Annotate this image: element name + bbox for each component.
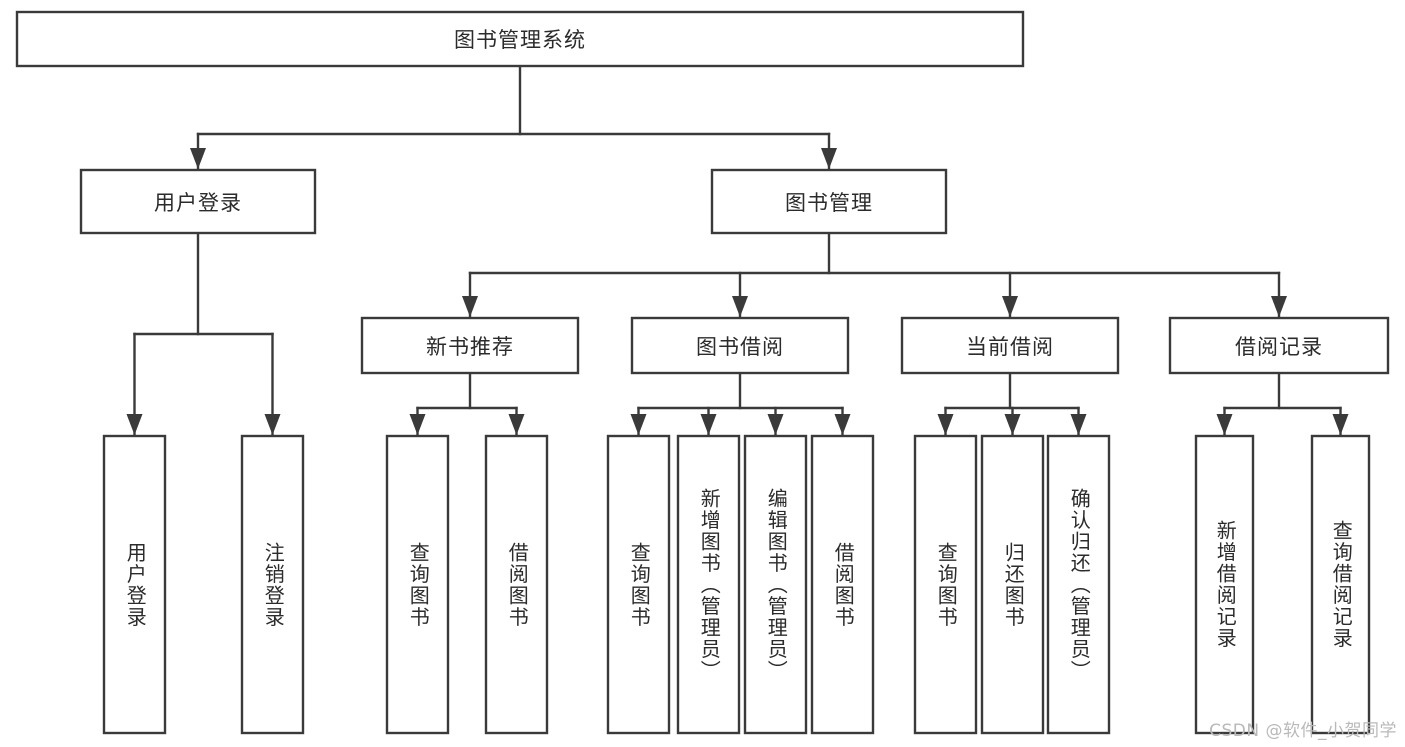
connector-lines xyxy=(126,64,1349,436)
arrowhead-图书借阅-to-leaf-0 xyxy=(630,414,647,435)
arrowhead-用户登录-to-leaf-1 xyxy=(264,414,281,435)
node-box-用户登录[interactable] xyxy=(79,168,317,235)
node-box-借阅图书[interactable] xyxy=(810,434,875,735)
node-box-查询图书[interactable] xyxy=(606,434,671,735)
arrowhead-当前借阅-to-leaf-1 xyxy=(1004,414,1021,435)
node-box-借阅记录[interactable] xyxy=(1168,316,1390,375)
arrowhead-图书借阅-to-leaf-1 xyxy=(700,414,717,435)
node-box-图书管理系统[interactable] xyxy=(15,10,1025,68)
node-box-图书借阅[interactable] xyxy=(630,316,850,375)
arrowhead-root-to-图书管理 xyxy=(821,148,837,169)
arrowhead-用户登录-to-leaf-0 xyxy=(126,414,143,435)
arrowhead-借阅记录-to-leaf-0 xyxy=(1216,414,1233,435)
node-box-查询图书[interactable] xyxy=(913,434,978,735)
node-box-注销登录[interactable] xyxy=(240,434,305,735)
node-box-查询图书[interactable] xyxy=(385,434,450,735)
node-box-图书管理[interactable] xyxy=(710,168,948,235)
arrowhead-图书借阅-to-leaf-2 xyxy=(767,414,784,435)
node-box-新增图书管理员[interactable] xyxy=(676,434,741,735)
arrowhead-mgmt-to-当前借阅 xyxy=(1002,296,1018,317)
node-box-归还图书[interactable] xyxy=(980,434,1045,735)
node-box-新书推荐[interactable] xyxy=(360,316,580,375)
node-box-用户登录[interactable] xyxy=(102,434,167,735)
node-box-借阅图书[interactable] xyxy=(484,434,549,735)
arrowhead-新书推荐-to-leaf-0 xyxy=(409,414,426,435)
arrowhead-当前借阅-to-leaf-2 xyxy=(1070,414,1087,435)
arrowhead-借阅记录-to-leaf-1 xyxy=(1332,414,1349,435)
arrowhead-新书推荐-to-leaf-1 xyxy=(508,414,525,435)
arrowhead-root-to-用户登录 xyxy=(190,148,206,169)
node-boxes xyxy=(15,10,1390,735)
node-box-编辑图书管理员[interactable] xyxy=(743,434,808,735)
arrowhead-mgmt-to-新书推荐 xyxy=(462,296,478,317)
node-box-确认归还管理员[interactable] xyxy=(1046,434,1111,735)
node-box-查询借阅记录[interactable] xyxy=(1310,434,1371,735)
arrowhead-mgmt-to-图书借阅 xyxy=(732,296,748,317)
arrowhead-mgmt-to-借阅记录 xyxy=(1271,296,1287,317)
arrowhead-图书借阅-to-leaf-3 xyxy=(834,414,851,435)
arrowhead-当前借阅-to-leaf-0 xyxy=(937,414,954,435)
node-box-当前借阅[interactable] xyxy=(900,316,1120,375)
node-box-新增借阅记录[interactable] xyxy=(1194,434,1255,735)
